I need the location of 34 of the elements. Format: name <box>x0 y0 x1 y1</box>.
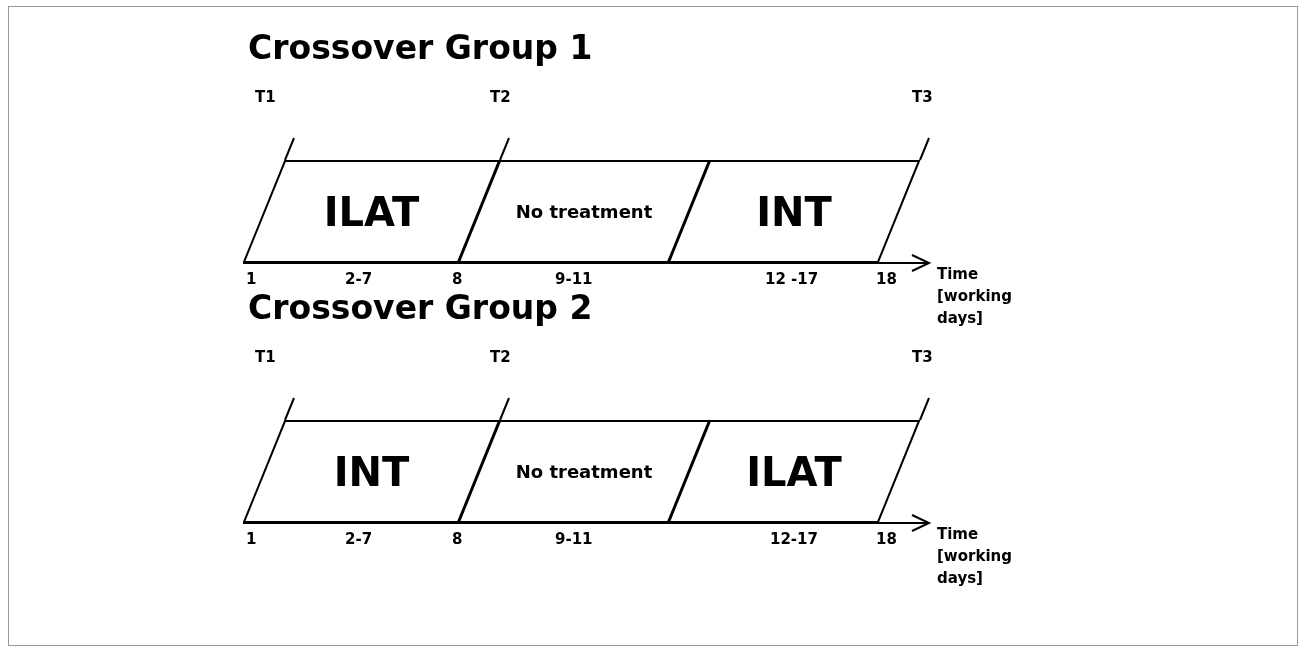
day-label: 9-11 <box>555 270 593 288</box>
timepoint-label: T1 <box>255 88 276 106</box>
phase-parallelogram <box>458 420 710 523</box>
phase-parallelogram <box>458 160 710 263</box>
timepoint-label: T1 <box>255 348 276 366</box>
day-label: 2-7 <box>345 530 373 548</box>
timepoint-label: T2 <box>490 348 511 366</box>
timepoint-label: T3 <box>912 348 933 366</box>
day-label: 12-17 <box>770 530 818 548</box>
day-label: 2-7 <box>345 270 373 288</box>
day-label: 8 <box>452 270 463 288</box>
axis-title: Time [working days] <box>937 264 1013 329</box>
phase-parallelogram <box>243 420 500 523</box>
day-label: 9-11 <box>555 530 593 548</box>
day-label: 8 <box>452 530 463 548</box>
group-heading: Crossover Group 1 <box>248 28 593 67</box>
phase-label: INT <box>332 449 411 494</box>
axis-title: Time [working days] <box>937 524 1013 589</box>
phase-parallelogram <box>243 160 500 263</box>
day-label: 1 <box>246 530 257 548</box>
phase-label: No treatment <box>514 199 654 224</box>
phase-label: No treatment <box>514 459 654 484</box>
timepoint-label: T2 <box>490 88 511 106</box>
phase-parallelogram <box>668 420 920 523</box>
day-label: 18 <box>876 530 897 548</box>
phase-label: INT <box>755 189 833 234</box>
phase-parallelogram <box>668 160 920 263</box>
group-heading: Crossover Group 2 <box>248 288 593 327</box>
day-label: 12 -17 <box>765 270 819 288</box>
day-label: 18 <box>876 270 897 288</box>
day-label: 1 <box>246 270 257 288</box>
phase-label: ILAT <box>745 449 843 494</box>
timepoint-label: T3 <box>912 88 933 106</box>
phase-label: ILAT <box>322 189 421 234</box>
